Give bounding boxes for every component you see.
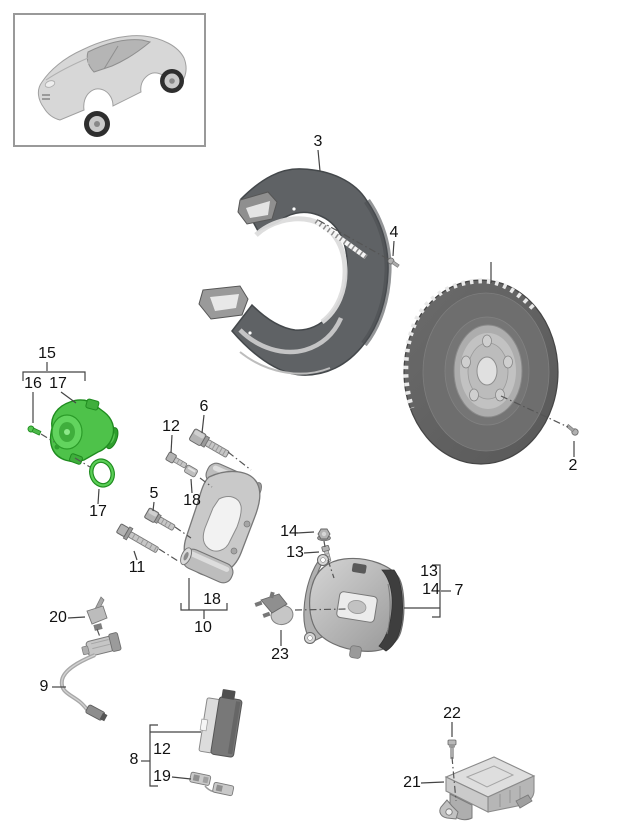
bracket-15 bbox=[22, 371, 86, 381]
callout-12-pad: 12 bbox=[153, 741, 171, 758]
callout-22: 22 bbox=[443, 705, 461, 722]
bracket-7 bbox=[432, 564, 441, 618]
guide-bolt-5-drawing bbox=[144, 507, 176, 531]
leader-14-left bbox=[296, 531, 315, 534]
callout-10: 10 bbox=[194, 619, 212, 636]
pad-clip-kit-drawing bbox=[189, 771, 235, 797]
control-module-drawing bbox=[439, 756, 536, 821]
wear-sensor-cable-drawing bbox=[59, 632, 122, 722]
splash-shield-drawing bbox=[198, 168, 392, 376]
axis-hub-screw2 bbox=[500, 395, 569, 428]
leader-17-upper bbox=[60, 391, 77, 404]
leader-17-lower bbox=[97, 488, 100, 505]
callout-15: 15 bbox=[38, 345, 56, 362]
axis-nut14-screw13 bbox=[323, 540, 326, 548]
shield-screw-drawing bbox=[387, 257, 400, 268]
callout-2: 2 bbox=[568, 457, 578, 474]
brake-disc-drawing bbox=[403, 278, 559, 465]
callout-8: 8 bbox=[129, 751, 139, 768]
callout-leader-lines bbox=[22, 149, 575, 787]
carrier-bolt-6-drawing bbox=[189, 428, 230, 458]
axis-bolt6-carrier bbox=[227, 451, 252, 471]
disc-set-screw-drawing bbox=[565, 424, 579, 436]
actuator-screw-drawing bbox=[27, 425, 42, 436]
callout-11: 11 bbox=[128, 559, 146, 576]
assembly-axis-lines bbox=[40, 219, 569, 802]
leader-5 bbox=[152, 501, 155, 512]
axis-screw16-actuator bbox=[40, 433, 55, 443]
callout-21: 21 bbox=[403, 774, 421, 791]
axis-bolt5-carrier bbox=[174, 526, 192, 539]
leader-13-left bbox=[303, 551, 320, 554]
axis-actuator-oring bbox=[74, 457, 91, 468]
callout-7: 7 bbox=[454, 582, 464, 599]
flange-nut-14-drawing bbox=[317, 528, 331, 542]
leader-19 bbox=[171, 776, 192, 780]
axis-screw4-shield bbox=[317, 219, 389, 260]
leader-20 bbox=[67, 616, 86, 619]
callout-13-right: 13 bbox=[420, 563, 438, 580]
vehicle-thumbnail-icon bbox=[37, 35, 187, 137]
axis-screw13-caliper bbox=[327, 559, 335, 579]
callout-17-upper: 17 bbox=[49, 375, 67, 392]
brake-caliper-drawing bbox=[303, 554, 405, 659]
sleeve-18-drawing bbox=[184, 464, 198, 478]
axis-sleeve18-carrier bbox=[199, 477, 213, 488]
callout-18-lower: 18 bbox=[203, 591, 221, 608]
axis-clip20-connector bbox=[96, 628, 101, 638]
callout-17-lower: 17 bbox=[89, 503, 107, 520]
leader-12 bbox=[170, 434, 173, 454]
callout-19: 19 bbox=[153, 768, 171, 785]
callout-9: 9 bbox=[39, 678, 49, 695]
brake-pad-drawing bbox=[198, 689, 243, 758]
callout-23: 23 bbox=[271, 646, 289, 663]
callout-13-left: 13 bbox=[286, 544, 304, 561]
callout-14-right: 14 bbox=[422, 581, 440, 598]
vehicle-inset bbox=[13, 13, 206, 147]
callout-12-carrier: 12 bbox=[162, 418, 180, 435]
carrier-bolt-11-drawing bbox=[116, 523, 159, 553]
guide-screw-12-drawing bbox=[165, 451, 188, 469]
parking-brake-actuator-drawing bbox=[49, 398, 119, 465]
callout-4: 4 bbox=[389, 224, 399, 241]
caliper-carrier-drawing bbox=[180, 462, 262, 584]
module-screw-drawing bbox=[447, 739, 457, 759]
axis-bolt11-carrier bbox=[158, 548, 179, 562]
o-ring-drawing bbox=[89, 458, 115, 488]
leader-3 bbox=[317, 149, 321, 172]
leader-21 bbox=[420, 781, 445, 784]
callout-5: 5 bbox=[149, 485, 159, 502]
leader-11 bbox=[133, 550, 138, 561]
callout-16: 16 bbox=[24, 375, 42, 392]
callout-18-upper: 18 bbox=[183, 492, 201, 509]
callout-20: 20 bbox=[49, 609, 67, 626]
callout-3: 3 bbox=[313, 133, 323, 150]
leader-6 bbox=[201, 414, 205, 434]
damper-23-drawing bbox=[254, 591, 294, 626]
callout-14-left: 14 bbox=[280, 523, 298, 540]
leader-4 bbox=[392, 240, 395, 257]
retaining-clip-20-drawing bbox=[86, 596, 108, 631]
leader-18-upper bbox=[190, 478, 193, 494]
callout-6: 6 bbox=[199, 398, 209, 415]
bracket-8 bbox=[149, 724, 158, 787]
